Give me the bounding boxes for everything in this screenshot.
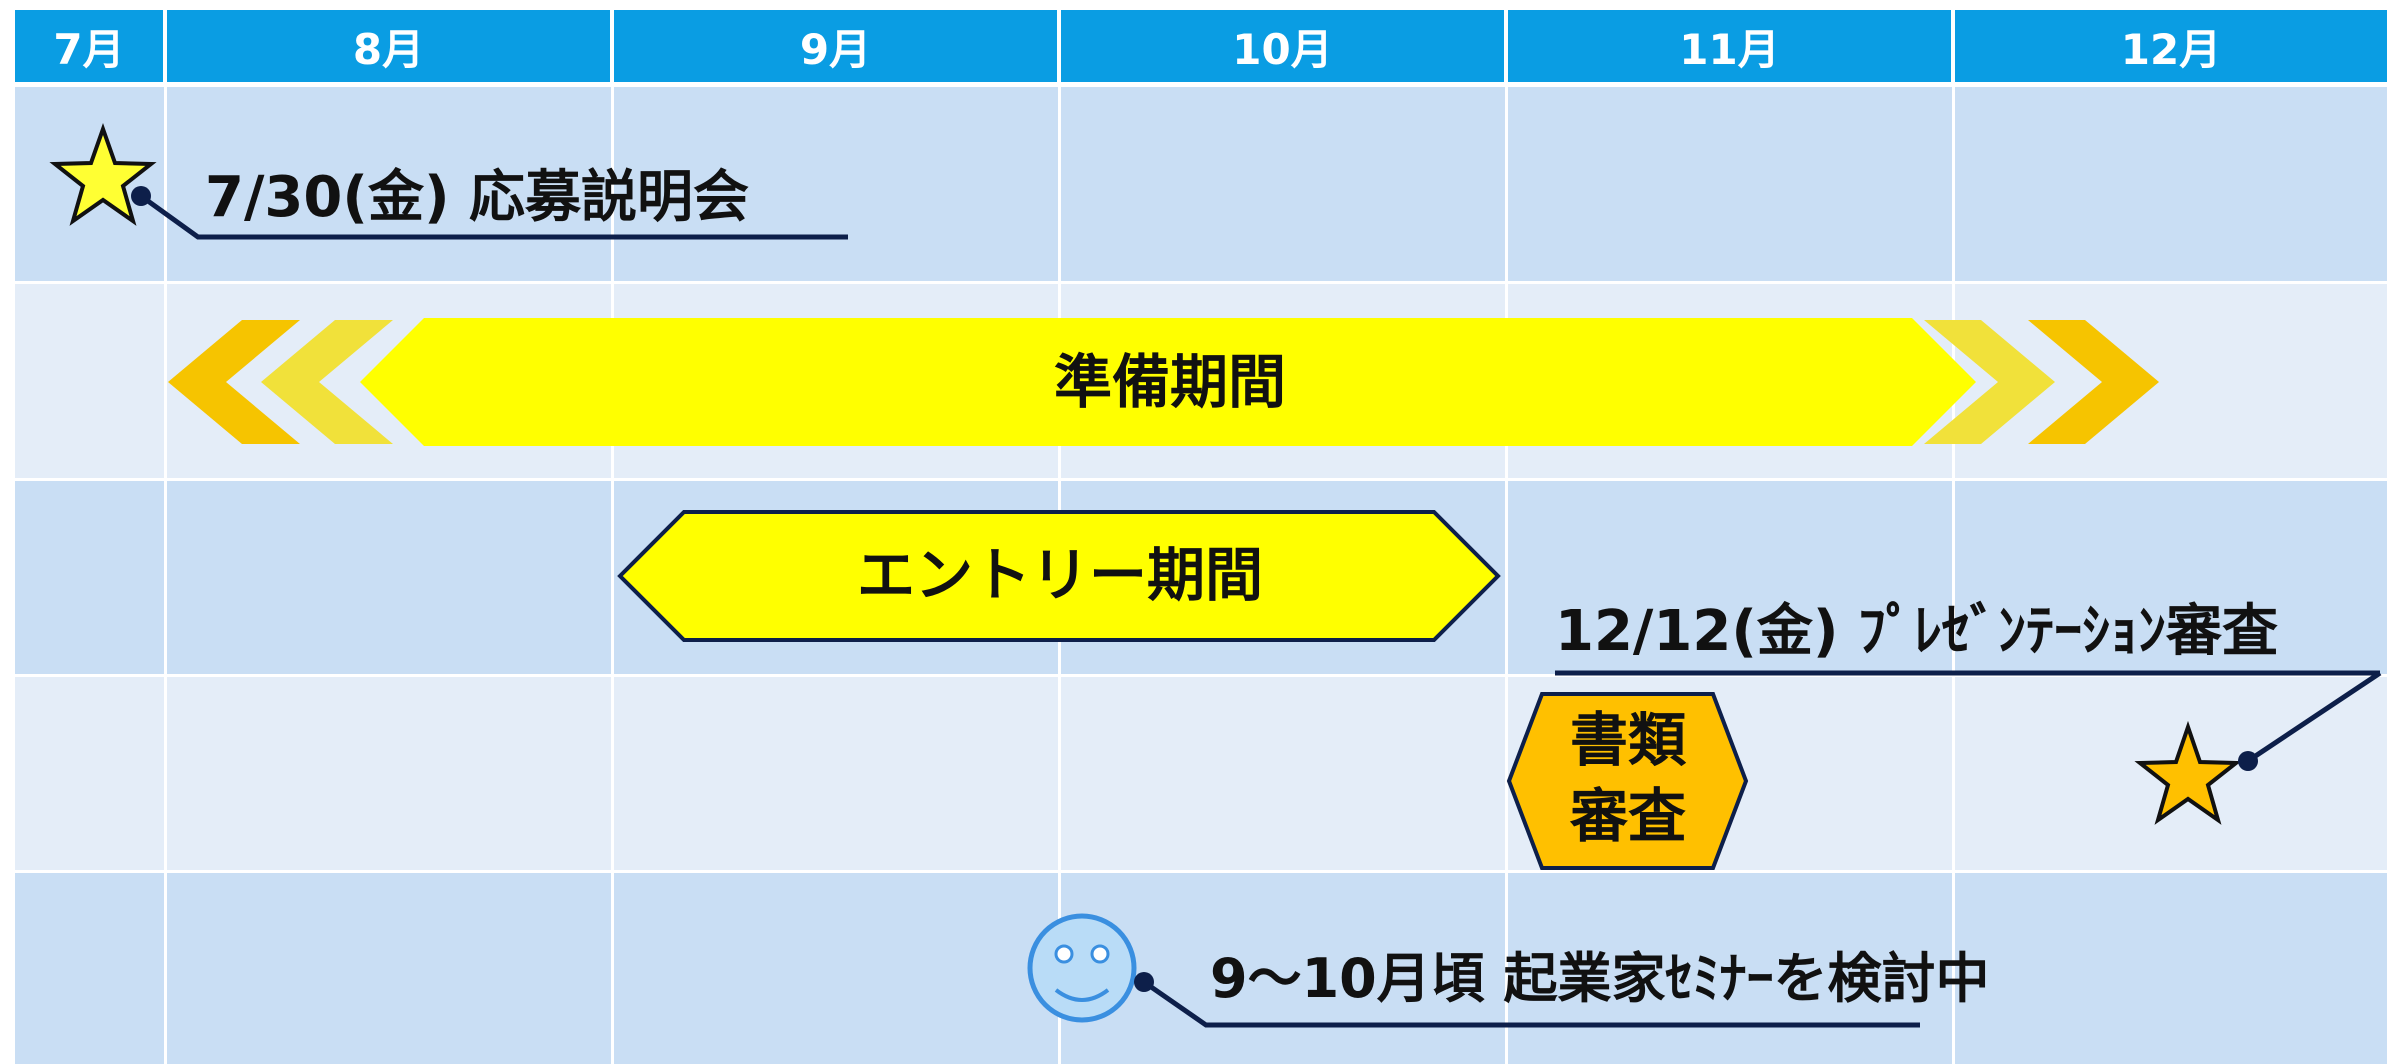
month-header-sep: 9月: [614, 10, 1057, 82]
document-screening-line1: 書類: [1569, 706, 1686, 774]
briefing-leader-line: [139, 193, 848, 240]
prep-chevron-left-inner: [261, 320, 393, 444]
seminar-leader-line: [1142, 979, 1920, 1028]
column-divider: [611, 87, 614, 1064]
column-divider: [1952, 87, 1955, 1064]
briefing-session-label: 7/30(金) 応募説明会: [205, 165, 750, 230]
seminar-label: 9～10月頃 起業家ｾﾐﾅｰを検討中: [1210, 947, 1990, 1010]
presentation-leader-dot: [2238, 751, 2258, 771]
star-icon: [2134, 720, 2242, 825]
document-screening-line2: 審査: [1569, 782, 1686, 850]
prep-chevron-left-outer: [168, 320, 300, 444]
timeline-row-4: [15, 677, 2387, 870]
month-header-jul: 7月: [15, 10, 163, 82]
seminar-leader-dot: [1134, 972, 1154, 992]
document-screening-label: 書類 審査: [1540, 702, 1716, 854]
prep-chevron-right-outer: [2028, 320, 2159, 444]
presentation-review-label: 12/12(金) ﾌﾟﾚｾﾞﾝﾃｰｼｮﾝ審査: [1555, 599, 2278, 664]
presentation-leader-line: [2246, 670, 2382, 764]
column-divider: [1505, 87, 1508, 1064]
prep-period-arrow: [360, 318, 1976, 446]
entry-period-label: エントリー期間: [856, 541, 1263, 609]
document-screening-hexagon: [1506, 692, 1749, 870]
month-header-dec: 12月: [1955, 10, 2387, 82]
timeline-row-1: [15, 87, 2387, 281]
timeline-row-5: [15, 873, 2387, 1064]
prep-chevron-right-inner: [1924, 320, 2055, 444]
entry-period-arrow: [617, 510, 1501, 642]
month-header-oct: 10月: [1061, 10, 1504, 82]
month-header-aug: 8月: [167, 10, 610, 82]
briefing-leader-dot: [131, 186, 151, 206]
prep-period-label: 準備期間: [1053, 348, 1286, 416]
star-icon: [49, 122, 157, 226]
smiley-face-icon: [1027, 913, 1137, 1023]
month-header-nov: 11月: [1508, 10, 1951, 82]
column-divider: [164, 87, 167, 1064]
